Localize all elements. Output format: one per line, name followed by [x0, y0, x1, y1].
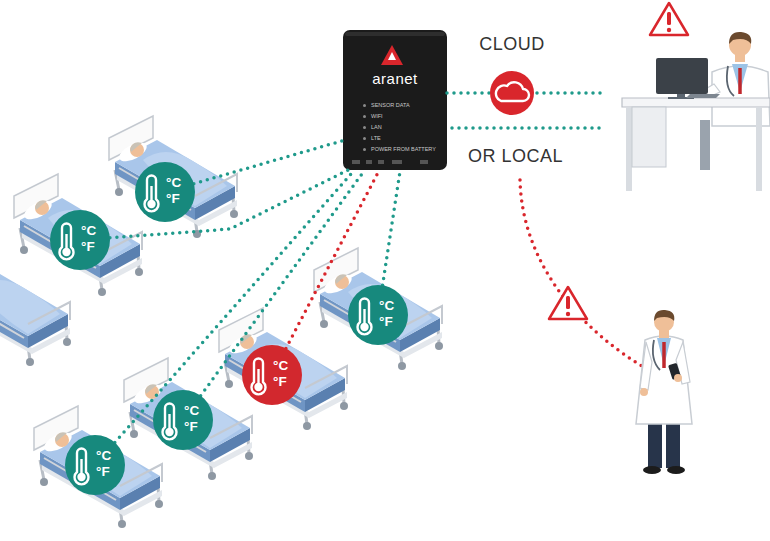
indicator-label: SENSOR DATA — [363, 100, 447, 111]
temperature-sensor: °C °F — [348, 285, 408, 345]
doctor-at-desk — [622, 3, 770, 191]
node-outline — [50, 210, 110, 270]
thermometer-icon — [163, 404, 177, 440]
indicator-label: LTE — [363, 133, 447, 144]
thermometer-icon — [75, 449, 89, 485]
hospital-beds — [0, 116, 443, 528]
temperature-sensor: °C °F — [153, 390, 213, 450]
cloud-heading: CLOUD — [470, 34, 554, 54]
temperature-sensor: °C °F — [50, 210, 110, 270]
sensor-link — [194, 141, 343, 184]
temperature-sensor: °C °F — [135, 162, 195, 222]
unit-label: °C °F — [81, 223, 105, 255]
base-station: aranetSENSOR DATAWIFILANLTEPOWER FROM BA… — [343, 30, 447, 170]
cloud-icon — [496, 82, 529, 101]
node-outline — [153, 390, 213, 450]
thermometer-icon — [60, 224, 74, 260]
network-links — [452, 93, 652, 372]
doctor-standing — [549, 287, 692, 474]
unit-label: °C °F — [273, 358, 297, 390]
unit-label: °C °F — [166, 175, 190, 207]
sensor-link — [383, 170, 401, 285]
sensor-link — [447, 91, 490, 95]
node-outline — [348, 285, 408, 345]
thermometer-icon — [145, 176, 159, 212]
thermometer-icon — [252, 359, 266, 395]
indicator-label: POWER FROM BATTERY — [363, 144, 447, 155]
sensor-link — [201, 170, 365, 396]
indicator-label: LAN — [363, 122, 447, 133]
node-outline — [242, 345, 302, 405]
indicator-label: WIFI — [363, 111, 447, 122]
temperature-sensor: °C °F — [242, 345, 302, 405]
mode-label: OR LOCAL — [466, 146, 565, 166]
unit-label: °C °F — [184, 403, 208, 435]
cloud-node: CLOUD — [470, 34, 554, 118]
thermometer-icon — [358, 299, 372, 335]
unit-label: °C °F — [96, 448, 120, 480]
node-outline — [135, 162, 195, 222]
device-label: aranet — [343, 70, 447, 88]
temperature-sensor: °C °F — [65, 435, 125, 495]
sensor-link — [115, 170, 355, 442]
node-outline — [65, 435, 125, 495]
base-station-body — [343, 30, 447, 170]
unit-label: °C °F — [379, 298, 403, 330]
